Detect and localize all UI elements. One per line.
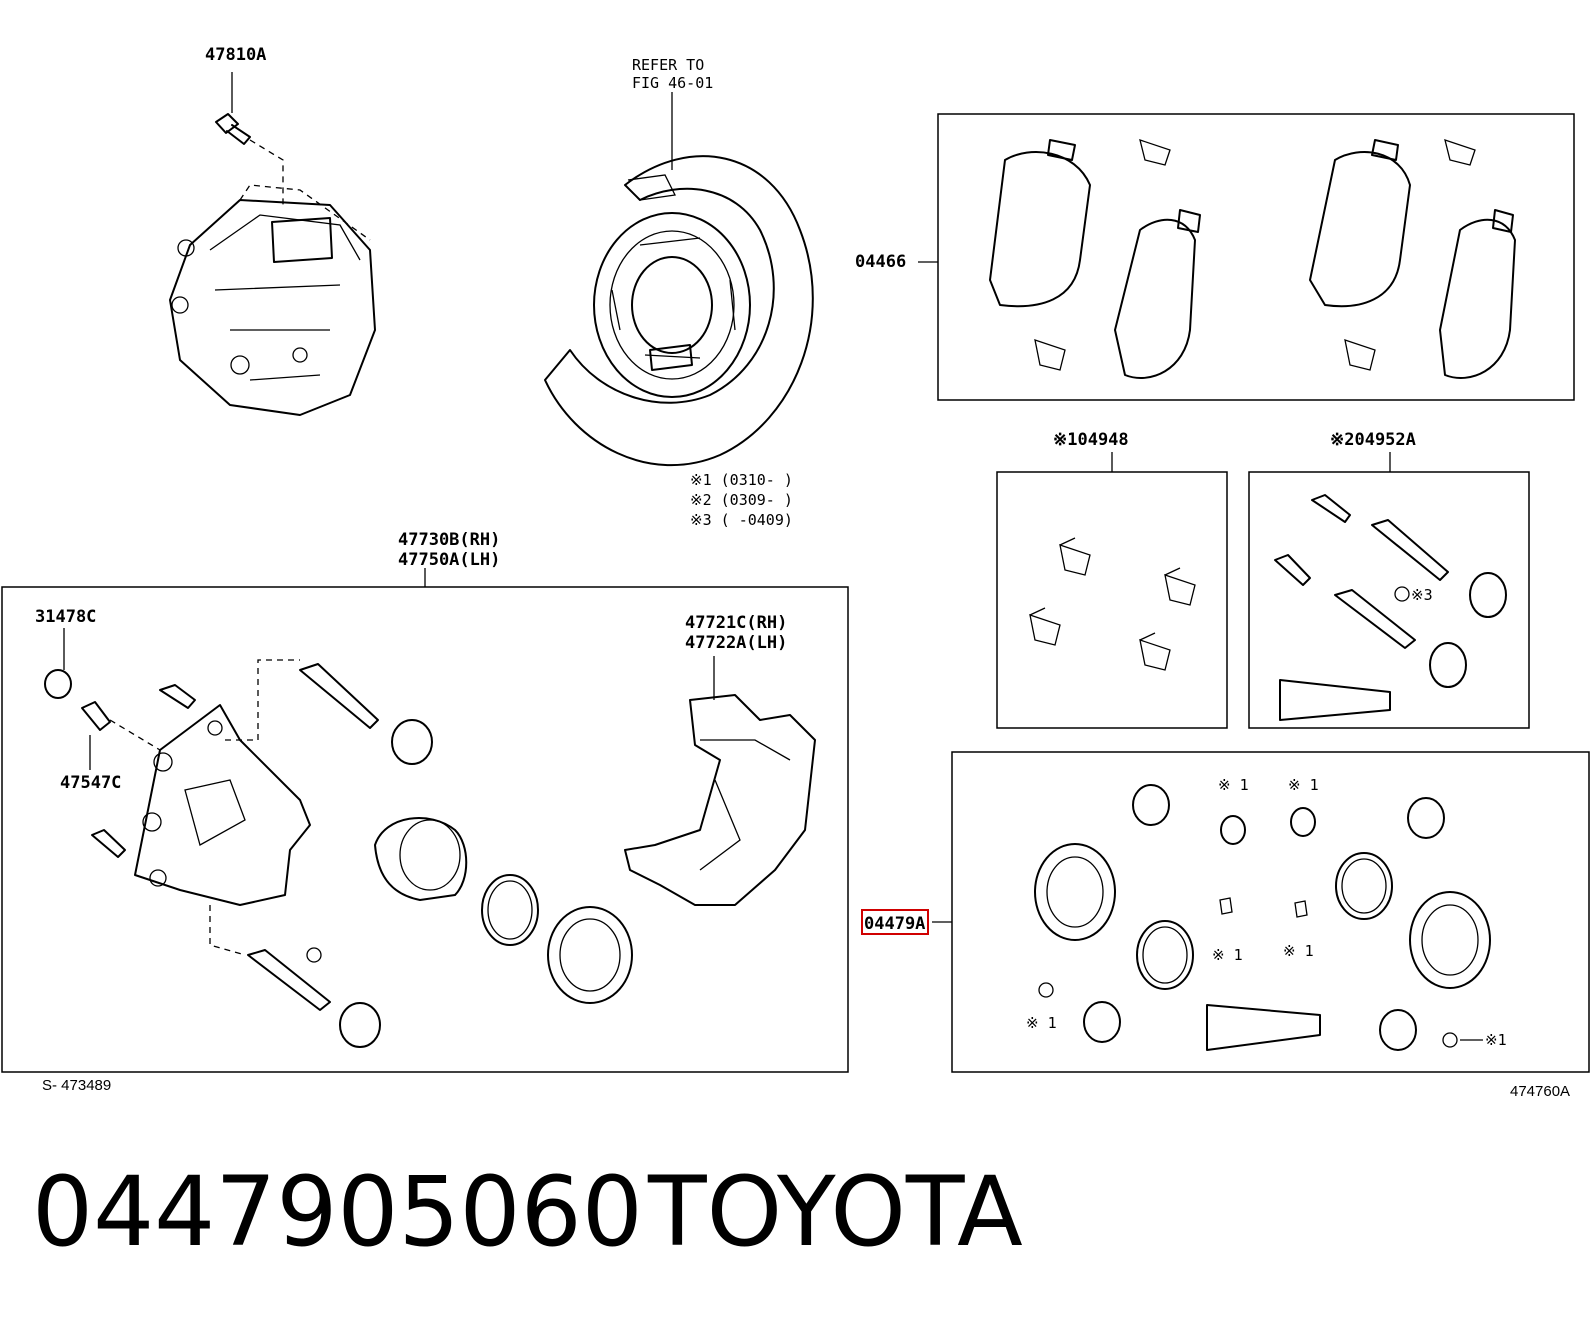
mark-x3: ※3: [1411, 586, 1433, 604]
pin-kit-box: [1248, 471, 1530, 729]
label-04479a: 04479A: [864, 914, 925, 934]
mark-x1-b: ※ 1: [1288, 776, 1319, 794]
mark-x1-e: ※ 1: [1026, 1014, 1057, 1032]
bleeder-cap: [44, 669, 72, 699]
label-47722a-lh: 47722A(LH): [685, 633, 787, 653]
label-04466: 04466: [855, 252, 906, 272]
refer-line-1: REFER TO: [632, 56, 704, 74]
mark-x1-a: ※ 1: [1218, 776, 1249, 794]
label-47750a-lh: 47750A(LH): [398, 550, 500, 570]
figure-code: S- 473489: [42, 1077, 111, 1094]
guide-pins: [247, 663, 433, 1048]
shims: [1029, 537, 1196, 671]
diagram-code: 474760A: [1510, 1083, 1570, 1100]
label-31478c: 31478C: [35, 607, 96, 627]
mark-x1-c: ※ 1: [1212, 946, 1243, 964]
seal-kit-box: [951, 751, 1590, 1073]
mark-x1-f: ※1: [1485, 1031, 1507, 1049]
mark-x1-d: ※ 1: [1283, 942, 1314, 960]
label-104948: ※104948: [1053, 430, 1129, 450]
label-47730b-rh: 47730B(RH): [398, 530, 500, 550]
pins-and-boots: [1274, 494, 1507, 721]
bolt-47810a: [215, 72, 284, 205]
seal-kit-parts: [1034, 784, 1491, 1051]
label-204952a: ※204952A: [1330, 430, 1416, 450]
brand-name: TOYOTA: [647, 1156, 1023, 1268]
caliper-mounting-bracket: [624, 694, 816, 906]
bleeder-plug: [81, 701, 111, 731]
caliper-assembly-box: [1, 586, 849, 1073]
note-2: ※2 (0309- ): [690, 491, 793, 509]
caliper-body-top: [169, 184, 376, 416]
brake-pads: [989, 139, 1516, 379]
label-47810a: 47810A: [205, 45, 266, 65]
part-number: 0447905060: [32, 1156, 643, 1268]
note-3: ※3 ( -0409): [690, 511, 793, 529]
piston-and-seals: [374, 817, 633, 1004]
refer-line-2: FIG 46-01: [632, 74, 713, 92]
label-47547c: 47547C: [60, 773, 121, 793]
note-1: ※1 (0310- ): [690, 471, 793, 489]
caliper-cylinder: [91, 659, 311, 956]
pad-kit-box: [937, 113, 1575, 401]
backing-plate: [544, 92, 814, 467]
label-47721c-rh: 47721C(RH): [685, 613, 787, 633]
shim-kit-box: [996, 471, 1228, 729]
seal-kit-highlight: [861, 909, 929, 935]
